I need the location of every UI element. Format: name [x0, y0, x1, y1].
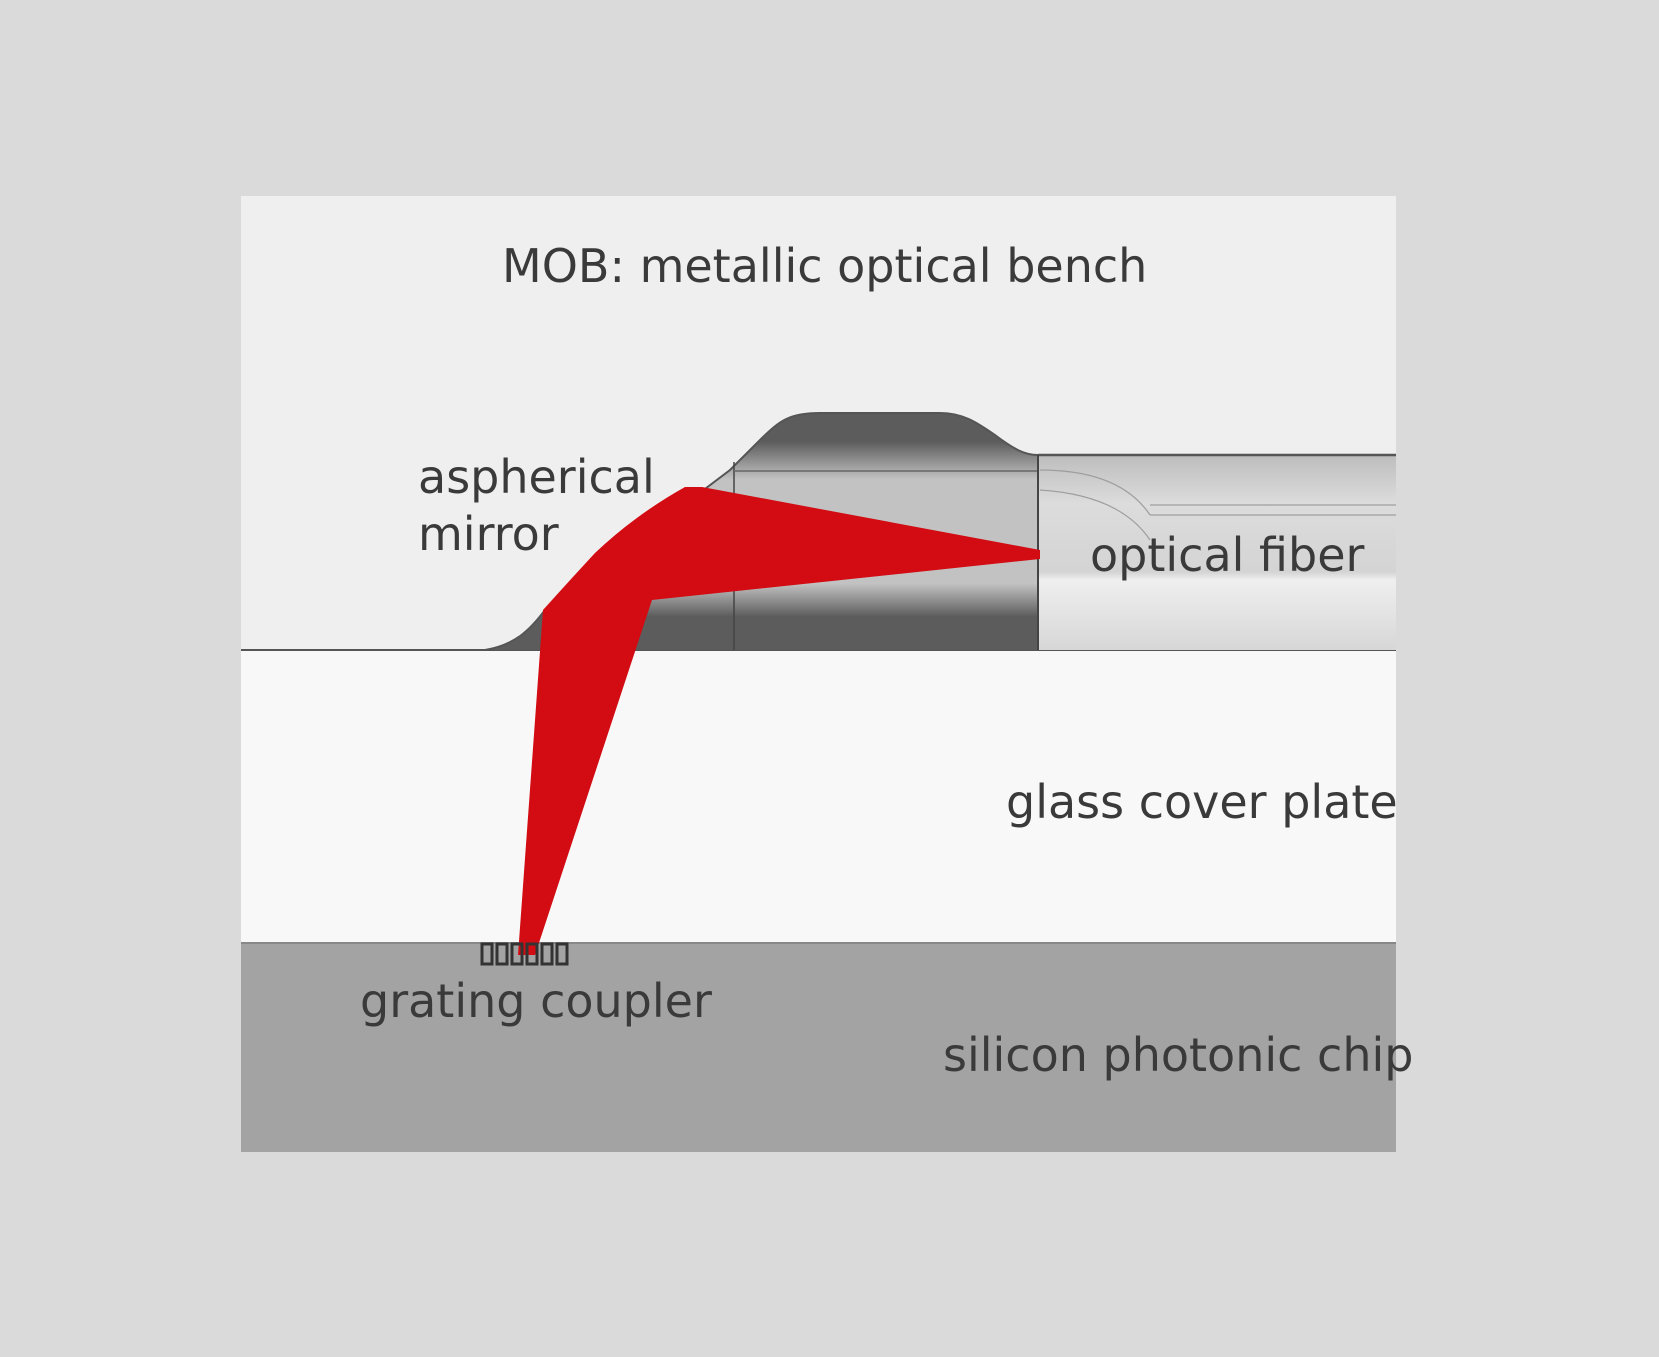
metal-bench-outline	[484, 412, 1039, 651]
chip-label: silicon photonic chip	[943, 1028, 1413, 1082]
grating-tooth	[540, 942, 554, 966]
glass-label: glass cover plate	[1006, 775, 1398, 829]
mirror-label-line2: mirror	[418, 507, 559, 561]
grating-tooth	[510, 942, 524, 966]
fiber-label: optical fiber	[1090, 528, 1365, 582]
grating-tooth	[480, 942, 494, 966]
fiber-curve-lines	[1039, 469, 1396, 541]
coupler-label: grating coupler	[360, 974, 712, 1028]
grating-tooth	[555, 942, 569, 966]
grating-tooth	[525, 942, 539, 966]
mirror-label-line1: aspherical	[418, 450, 655, 504]
silicon-chip	[241, 943, 1396, 1152]
glass-cover-plate	[241, 650, 1396, 943]
optical-fiber	[1038, 455, 1396, 650]
light-beam	[518, 487, 1040, 955]
title-label: MOB: metallic optical bench	[502, 239, 1147, 293]
grating-coupler	[480, 942, 569, 966]
grating-tooth	[495, 942, 509, 966]
